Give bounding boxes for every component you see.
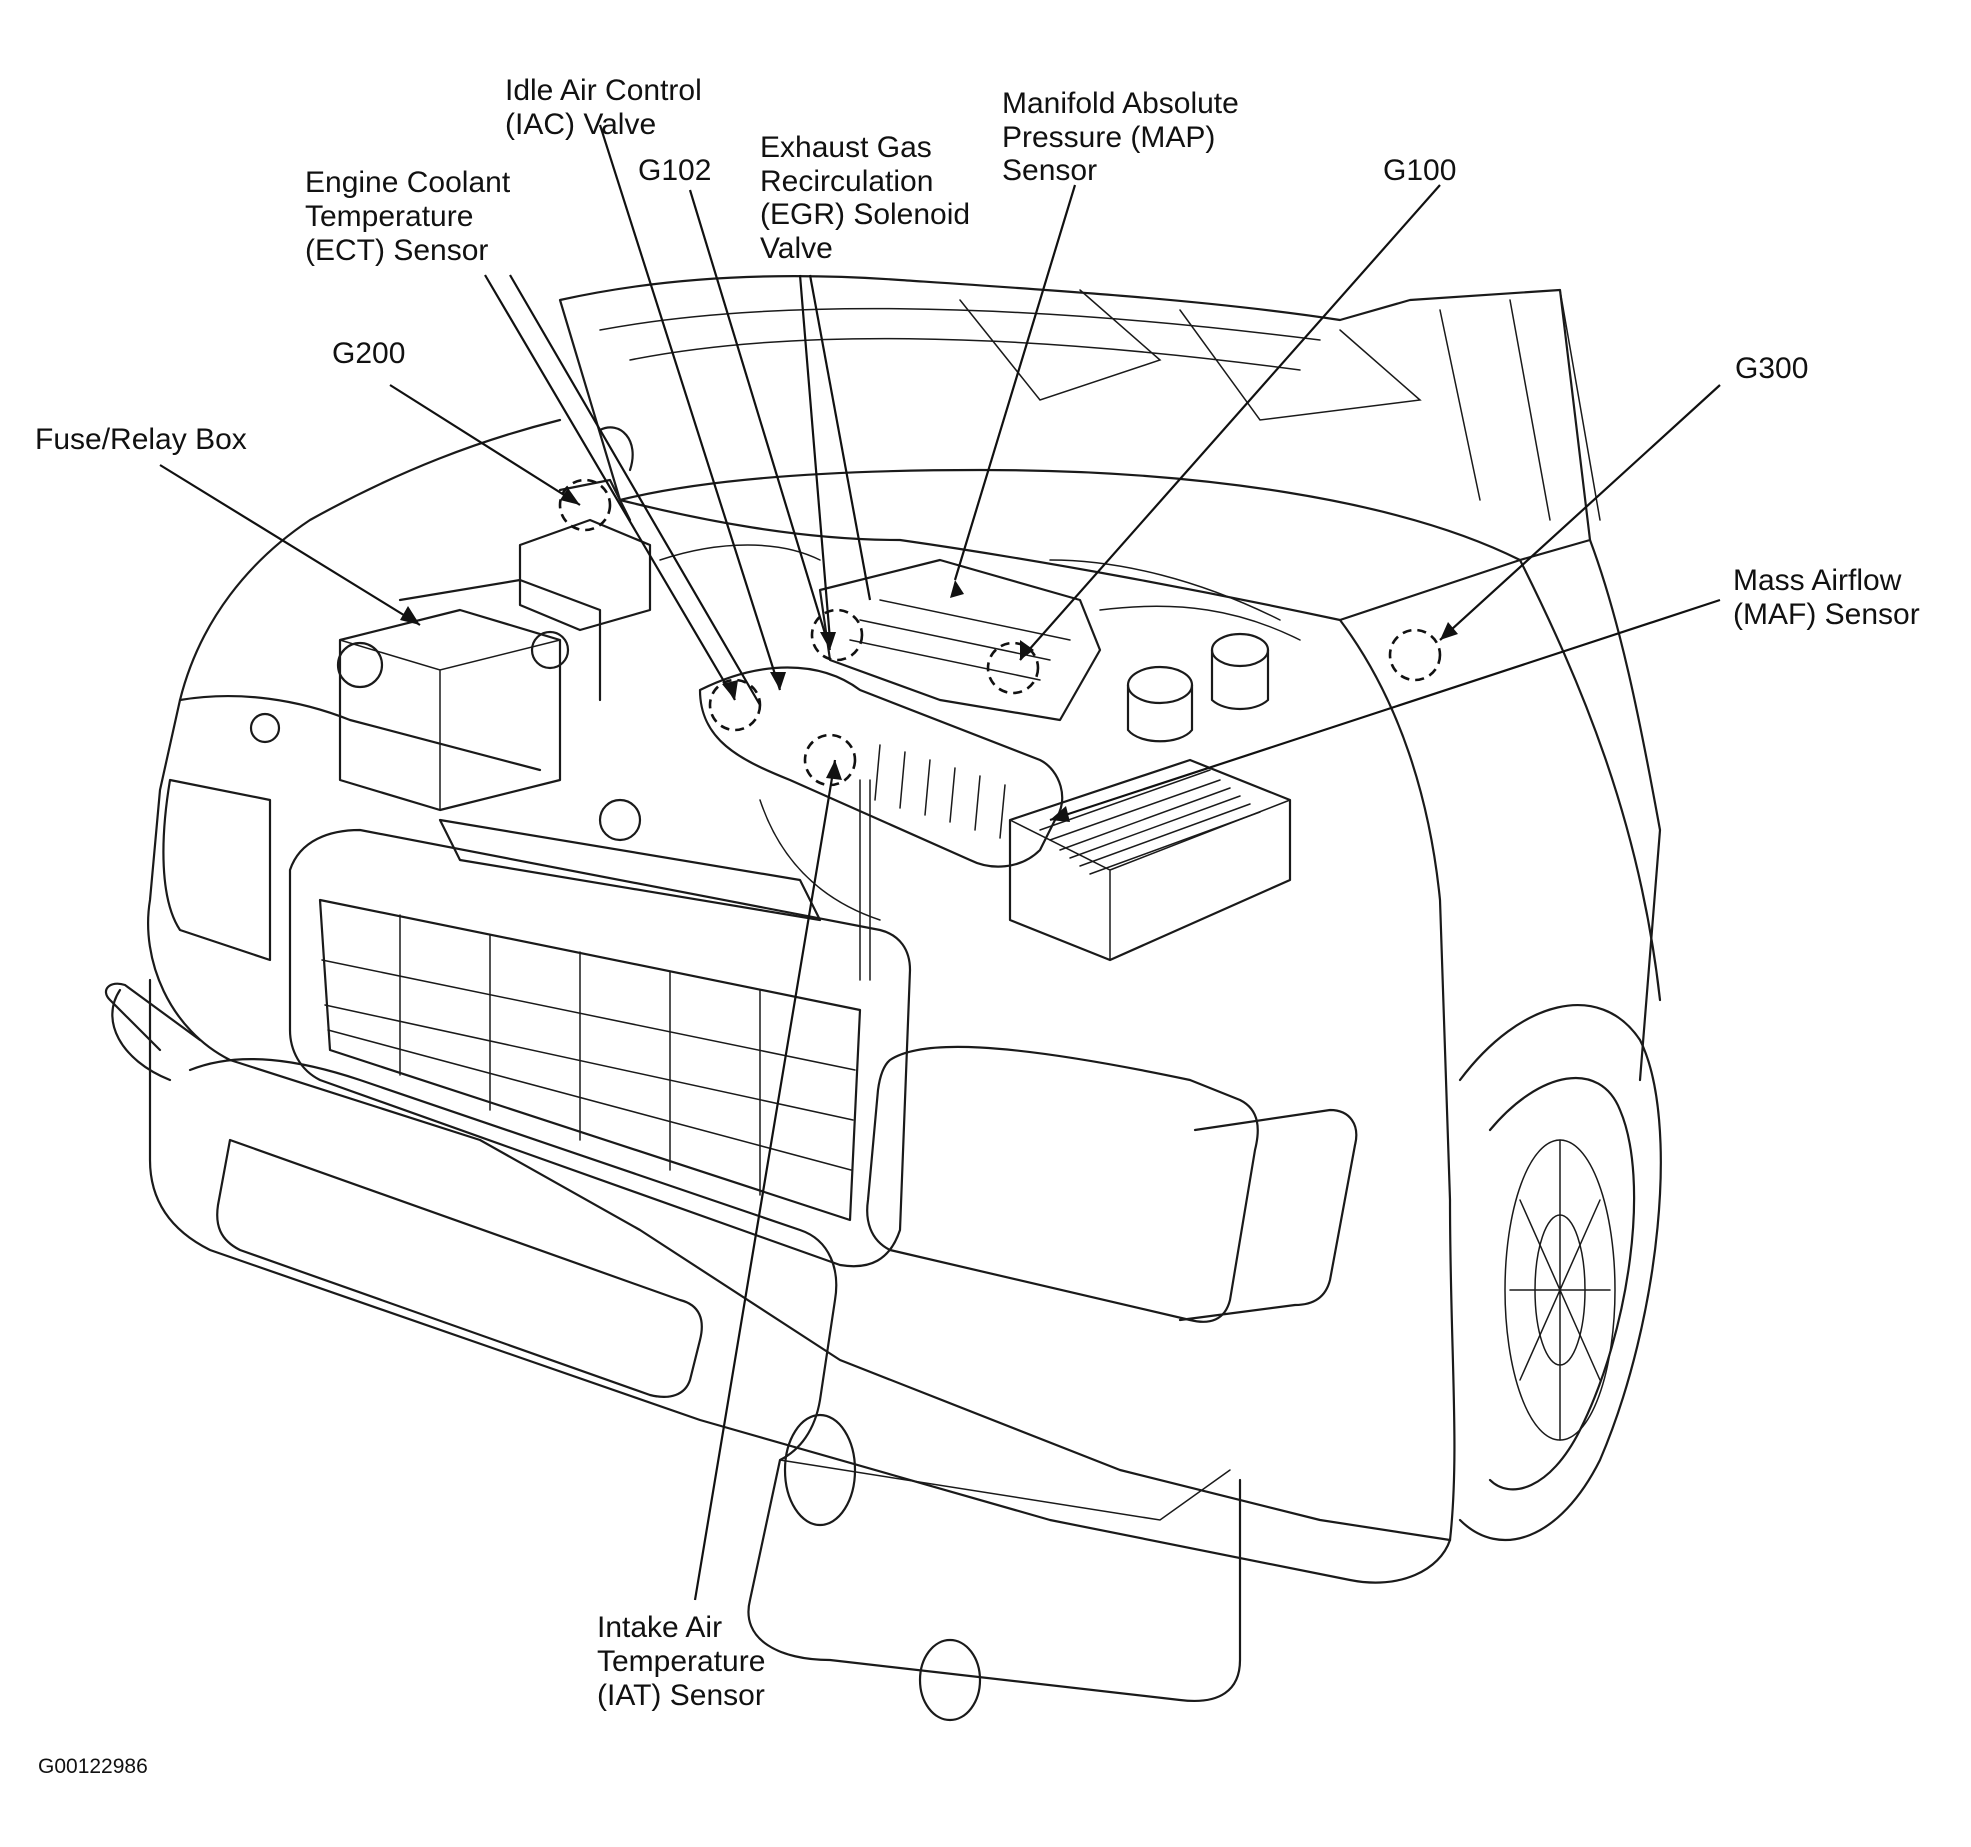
label-egr: Exhaust Gas Recirculation (EGR) Solenoid… <box>760 131 978 265</box>
leader-egr <box>798 274 832 641</box>
marker-ect <box>708 678 762 732</box>
arrowhead-ect <box>722 680 738 700</box>
marker-g100 <box>986 641 1040 695</box>
arrowhead-map <box>950 580 964 598</box>
marker-g300 <box>1388 628 1442 682</box>
leader-ect-2 <box>509 274 761 706</box>
label-g200: G200 <box>332 337 405 370</box>
label-iac: Idle Air Control (IAC) Valve <box>505 74 710 141</box>
label-iat: Intake Air Temperature (IAT) Sensor <box>597 1611 774 1712</box>
leader-fuse <box>159 464 421 626</box>
arrowhead-g200 <box>560 488 580 505</box>
leader-maf <box>1049 598 1721 822</box>
location-markers <box>558 478 1442 787</box>
arrowhead-fuse <box>400 606 420 625</box>
label-fuse-relay-box: Fuse/Relay Box <box>35 423 247 456</box>
arrowhead-g300 <box>1440 622 1458 640</box>
arrowhead-maf <box>1050 806 1070 822</box>
label-g102: G102 <box>638 154 711 187</box>
leader-ect <box>484 274 736 701</box>
marker-g102 <box>810 608 864 662</box>
vehicle-illustration <box>104 274 1662 1722</box>
arrowhead-iac <box>770 672 786 690</box>
marker-iat <box>803 733 857 787</box>
leader-g200 <box>389 384 581 506</box>
leader-iac <box>598 124 782 691</box>
leader-iat <box>693 759 837 1601</box>
leader-lines <box>159 124 1721 1601</box>
label-maf: Mass Airflow (MAF) Sensor <box>1733 564 1920 631</box>
marker-g200 <box>558 478 612 532</box>
label-map: Manifold Absolute Pressure (MAP) Sensor <box>1002 87 1247 187</box>
callout-labels: Idle Air Control (IAC) Valve Exhaust Gas… <box>35 74 1920 1778</box>
figure-id: G00122986 <box>38 1755 148 1778</box>
arrowhead-g102 <box>820 632 836 650</box>
leader-g102 <box>688 189 832 651</box>
label-g300: G300 <box>1735 352 1808 385</box>
label-ect: Engine Coolant Temperature (ECT) Sensor <box>305 166 519 267</box>
leader-map <box>953 184 1077 581</box>
leader-g100 <box>1019 184 1441 661</box>
label-g100: G100 <box>1383 154 1456 187</box>
arrowhead-iat <box>826 760 842 780</box>
leader-g300 <box>1439 384 1721 641</box>
leader-egr-2 <box>808 274 872 601</box>
